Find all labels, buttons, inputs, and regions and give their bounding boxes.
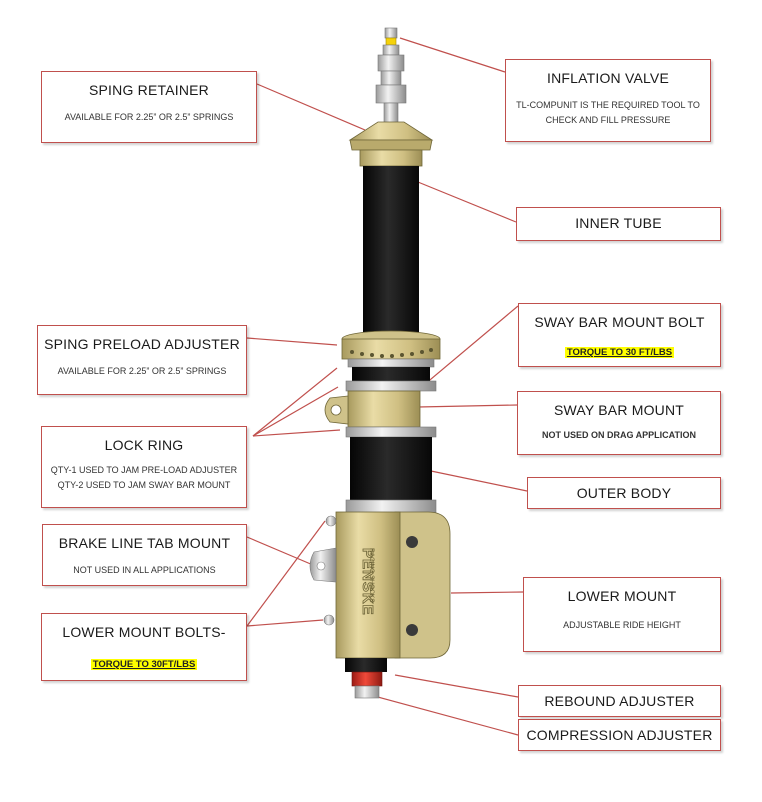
leader-compression: [373, 695, 519, 736]
callout-subtitle-line-2: CHECK AND FILL PRESSURE: [545, 115, 671, 125]
lock-ring-part-1: [345, 380, 437, 392]
callout-spring-retainer: SPING RETAINER AVAILABLE FOR 2.25” OR 2.…: [41, 71, 257, 143]
callout-sway-bar-mount: SWAY BAR MOUNT NOT USED ON DRAG APPLICAT…: [517, 391, 721, 455]
leader-lower-mount: [450, 591, 524, 594]
callout-lock-ring: LOCK RING QTY-1 USED TO JAM PRE-LOAD ADJ…: [41, 426, 247, 508]
leader-lock-ring-1: [252, 367, 338, 437]
leader-sway-mount: [417, 404, 518, 408]
rebound-adjuster-part: [351, 671, 383, 687]
callout-spring-preload-adjuster: SPING PRELOAD ADJUSTER AVAILABLE FOR 2.2…: [37, 325, 247, 395]
torque-highlight: TORQUE TO 30FT/LBS: [90, 659, 198, 670]
leader-preload: [246, 337, 338, 346]
outer-body-part: [350, 437, 432, 505]
callout-sway-bar-mount-bolt: SWAY BAR MOUNT BOLT TORQUE TO 30 FT/LBS: [518, 303, 721, 367]
lower-mount-part: [309, 511, 451, 659]
callout-title: OUTER BODY: [576, 485, 672, 501]
leader-rebound: [394, 674, 519, 698]
callout-title: SWAY BAR MOUNT BOLT: [534, 314, 705, 330]
brand-marking: PENSKE: [359, 548, 376, 616]
callout-subtitle-line-1: QTY-1 USED TO JAM PRE-LOAD ADJUSTER: [50, 465, 238, 475]
callout-title: COMPRESSION ADJUSTER: [526, 727, 713, 743]
callout-subtitle: AVAILABLE FOR 2.25” OR 2.5” SPRINGS: [57, 366, 227, 376]
callout-subtitle-line-1: TL-COMPUNIT IS THE REQUIRED TOOL TO: [516, 100, 700, 110]
compression-adjuster-part: [354, 685, 380, 699]
callout-subtitle: ADJUSTABLE RIDE HEIGHT: [563, 620, 681, 630]
leader-brake-tab: [246, 536, 314, 566]
leader-inner-tube: [412, 179, 517, 223]
lock-ring-part-2: [345, 426, 437, 438]
callout-inner-tube: INNER TUBE: [516, 207, 721, 241]
callout-title: SPING RETAINER: [88, 82, 209, 98]
callout-brake-line-tab-mount: BRAKE LINE TAB MOUNT NOT USED IN ALL APP…: [42, 524, 247, 586]
callout-title: SWAY BAR MOUNT: [553, 402, 685, 418]
leader-lower-bolts-2: [246, 619, 324, 627]
callout-title: REBOUND ADJUSTER: [544, 693, 695, 709]
callout-title: SPING PRELOAD ADJUSTER: [44, 336, 240, 352]
leader-lines: [246, 37, 528, 736]
callout-rebound-adjuster: REBOUND ADJUSTER: [518, 685, 721, 717]
inner-tube-part: [363, 166, 419, 336]
callout-title: LOWER MOUNT BOLTS-: [62, 624, 226, 640]
leader-lower-bolts-1: [246, 520, 326, 627]
callout-title: BRAKE LINE TAB MOUNT: [58, 535, 231, 551]
adjuster-collar: [345, 658, 387, 672]
leader-lock-ring-3: [252, 429, 341, 437]
callout-title: LOWER MOUNT: [567, 588, 677, 604]
callout-title: LOCK RING: [104, 437, 184, 453]
callout-title: INFLATION VALVE: [546, 70, 670, 86]
callout-compression-adjuster: COMPRESSION ADJUSTER: [518, 719, 721, 751]
callout-subtitle: NOT USED IN ALL APPLICATIONS: [73, 565, 216, 575]
leader-lock-ring-2: [252, 386, 339, 437]
brand-sub-marking: RACING SHOCKS: [368, 548, 375, 603]
spring-retainer-part: [348, 121, 434, 167]
callout-subtitle: NOT USED ON DRAG APPLICATION: [541, 430, 696, 440]
preload-adjuster-part: [341, 330, 441, 368]
callout-subtitle-line-2: QTY-2 USED TO JAM SWAY BAR MOUNT: [57, 480, 231, 490]
inflation-valve-part: [375, 27, 407, 124]
sway-bar-mount-part: [324, 390, 421, 428]
callout-title: INNER TUBE: [575, 215, 662, 231]
callout-lower-mount: LOWER MOUNT ADJUSTABLE RIDE HEIGHT: [523, 577, 721, 652]
callout-lower-mount-bolts: LOWER MOUNT BOLTS- TORQUE TO 30FT/LBS: [41, 613, 247, 681]
callout-subtitle: AVAILABLE FOR 2.25” OR 2.5” SPRINGS: [64, 112, 234, 122]
callout-outer-body: OUTER BODY: [527, 477, 721, 509]
leader-inflation-valve: [399, 37, 506, 73]
leader-spring-retainer: [256, 83, 366, 131]
torque-highlight: TORQUE TO 30 FT/LBS: [564, 347, 675, 358]
callout-inflation-valve: INFLATION VALVE TL-COMPUNIT IS THE REQUI…: [505, 59, 711, 142]
